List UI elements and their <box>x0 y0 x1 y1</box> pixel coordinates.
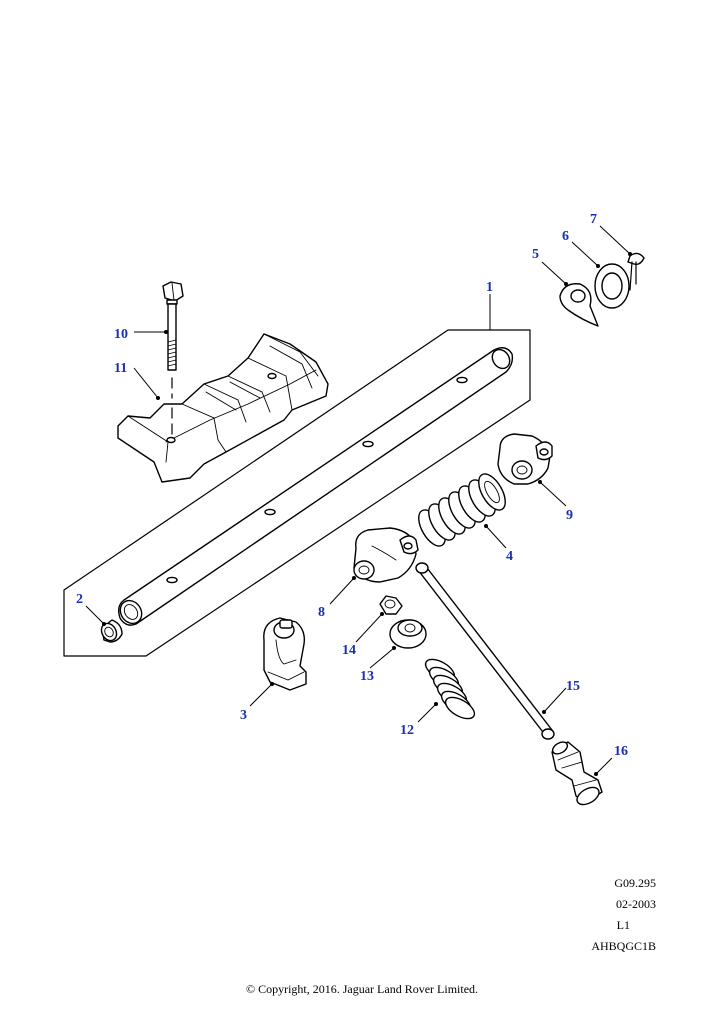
copyright-notice: © Copyright, 2016. Jaguar Land Rover Lim… <box>245 982 479 996</box>
rocker-arm-right <box>497 433 553 485</box>
callout-10: 10 <box>114 327 128 342</box>
spring-cup <box>389 619 427 649</box>
wedge-plate <box>559 283 599 327</box>
callout-12: 12 <box>400 723 414 738</box>
callout-14: 14 <box>342 643 356 658</box>
callout-7: 7 <box>590 212 597 227</box>
bolt <box>162 281 184 441</box>
callout-16: 16 <box>614 744 628 759</box>
coil-spring-large <box>418 473 506 547</box>
callout-2: 2 <box>76 592 83 607</box>
tappet <box>551 741 603 806</box>
revision-date: 02-2003 <box>616 897 656 911</box>
rocker-cover-bracket <box>117 333 329 483</box>
catalog-code: AHBQGC1B <box>591 939 656 953</box>
assembly-boundary <box>63 329 531 657</box>
callout-8: 8 <box>318 605 325 620</box>
callout-4: 4 <box>506 549 513 564</box>
callout-6: 6 <box>562 229 569 244</box>
callout-15: 15 <box>566 679 580 694</box>
shaft-plug <box>100 619 123 643</box>
level-code: L1 <box>616 918 630 932</box>
rocker-pedestal <box>263 617 307 691</box>
push-rod <box>415 562 555 740</box>
callout-labels: 1 2 3 4 5 6 7 8 9 10 11 12 13 14 15 16 <box>76 212 628 759</box>
adjuster-cap <box>379 595 403 615</box>
rocker-arm-left <box>353 527 419 583</box>
coil-spring-small <box>424 658 476 720</box>
callout-11: 11 <box>114 361 127 376</box>
callout-5: 5 <box>532 247 539 262</box>
split-pin <box>627 252 645 291</box>
callout-13: 13 <box>360 669 374 684</box>
leader-lines <box>85 225 632 776</box>
callout-9: 9 <box>566 508 573 523</box>
callout-3: 3 <box>240 708 247 723</box>
reference-code: G09.295 <box>614 876 656 890</box>
washer <box>594 263 630 309</box>
rocker-shaft <box>117 347 514 626</box>
callout-1: 1 <box>486 280 493 295</box>
